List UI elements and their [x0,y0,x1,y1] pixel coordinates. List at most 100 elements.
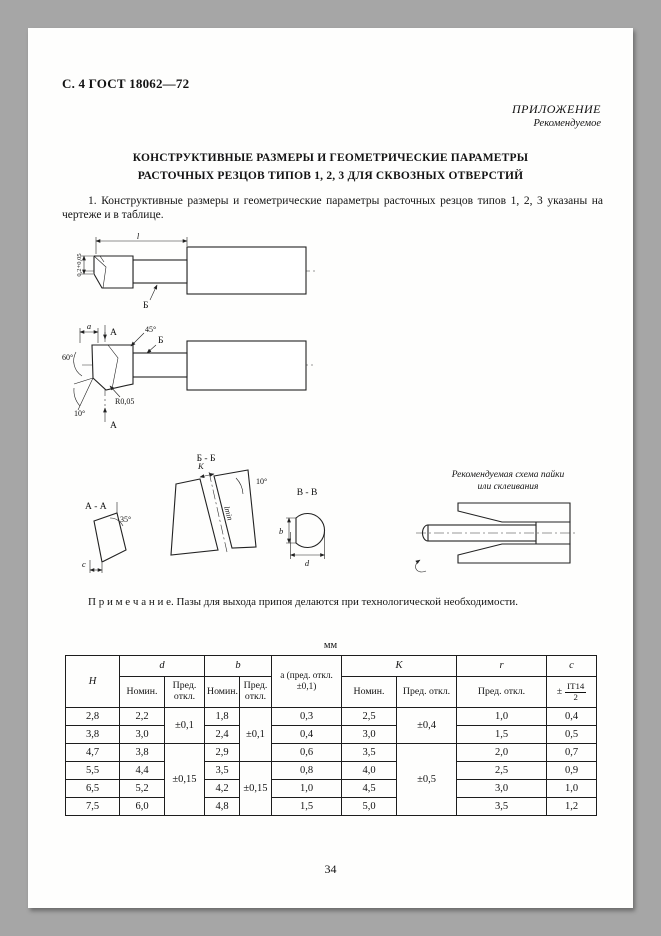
cell-d: 4,4 [119,761,165,780]
cell-b: 2,9 [204,743,240,762]
dim-lmin-label: lmin [222,505,235,521]
col-header-a: а (пред. откл. ±0,1) [271,655,342,708]
page-number: 34 [324,862,337,876]
col-subheader-k-nominal: Номин. [341,676,397,708]
solder-caption-line-2: или склеивания [478,482,539,492]
col-subheader-d-deviation: Пред. откл. [164,676,205,708]
cell-a: 1,5 [271,797,342,816]
dimension-a: а [79,321,99,343]
cell-k: 4,0 [341,761,397,780]
radius-annotation: R0,05 [109,385,134,406]
cell-k: 5,0 [341,797,397,816]
section-b2-pointer: Б [146,336,163,354]
angle-10-bb-label: 10° [256,477,267,486]
cell-r: 1,0 [456,707,548,726]
title-line-2: РАСТОЧНЫХ РЕЗЦОВ ТИПОВ 1, 2, 3 ДЛЯ СКВОЗ… [137,169,524,182]
note: П р и м е ч а н и е. Пазы для выхода при… [88,596,519,608]
dimension-c: с [82,559,103,573]
angle-35-label: 35° [120,515,131,524]
dim-d-label: d [305,558,310,568]
cell-a: 0,8 [271,761,342,780]
cell-a: 0,6 [271,743,342,762]
col-header-b: b [204,655,272,677]
cell-b: 4,8 [204,797,240,816]
intro-paragraph: 1. Конструктивные размеры и геометрическ… [62,195,603,222]
cell-k: 4,5 [341,779,397,798]
col-header-r: r [456,655,548,677]
c-tolerance-numerator: IT14 [565,681,587,693]
cell-b: 4,2 [204,779,240,798]
cell-k: 2,5 [341,707,397,726]
unit-label: мм [323,640,338,651]
cell-d: 6,0 [119,797,165,816]
cell-b-deviation: ±0,1 [239,707,272,762]
cell-k: 3,0 [341,725,397,744]
section-b-b: Б - Б К lmin 10° [170,454,267,556]
angle-45-label: 45° [145,325,156,334]
cell-k-deviation: ±0,5 [395,743,458,816]
cell-a: 0,4 [271,725,342,744]
section-a-bottom-label: А [110,421,117,431]
table-row: 3,8 3,0 2,4 0,4 3,0 1,5 0,5 [65,725,598,744]
solder-caption-line-1: Рекомендуемая схема пайки [451,469,565,480]
cell-d: 5,2 [119,779,165,798]
col-header-k: К [340,655,458,677]
section-a-arrows: А А [103,325,117,431]
section-vv-title: В - В [297,488,318,498]
dimension-b: b [279,517,296,544]
parameters-table: Н d b а (пред. откл. ±0,1) К r с Номин. … [65,655,598,816]
appendix-block: ПРИЛОЖЕНИЕ Рекомендуемое [512,102,601,129]
dimension-k: К [197,461,215,478]
section-a-top-label: А [110,328,117,338]
cell-k: 3,5 [341,743,397,762]
solder-scheme: Рекомендуемая схема пайки или склеивания [415,469,578,573]
c-tolerance-denominator: 2 [573,691,578,702]
section-bb-title: Б - Б [197,454,216,464]
col-subheader-r-deviation: Пред. откл. [456,676,548,708]
cell-h: 7,5 [65,797,120,816]
cell-h: 3,8 [65,725,120,744]
table-row: 4,7 3,8 ±0,15 2,9 0,6 3,5 ±0,5 2,0 0,7 [65,743,598,816]
dimension-d: d [290,532,325,568]
cell-b: 1,8 [204,707,240,726]
cell-a: 1,0 [271,779,342,798]
solder-hook-arrow [415,559,427,573]
doc-header: С. 4 ГОСТ 18062—72 [62,76,190,91]
title-line-1: КОНСТРУКТИВНЫЕ РАЗМЕРЫ И ГЕОМЕТРИЧЕСКИЕ … [132,152,529,164]
dim-c-label: с [82,559,86,569]
table-row: 2,8 2,2 ±0,1 1,8 ±0,1 0,3 2,5 ±0,4 1,0 0… [65,707,598,762]
c-tolerance-sign: ± [556,686,563,698]
cell-c: 0,5 [546,725,598,744]
table-header-row-2: Номин. Пред. откл. Номин. Пред. откл. Но… [66,676,598,708]
angle-60-label: 60° [62,353,73,362]
cell-c: 1,2 [546,797,598,816]
cell-r: 2,0 [456,743,548,762]
cell-b-deviation: ±0,15 [239,761,272,816]
angle-10-label: 10° [74,409,85,418]
dim-tip-height-label: 0,2+0,05 [76,253,83,276]
dimension-l: l [95,232,188,254]
table-row: 5,5 4,4 3,5 ±0,15 0,8 4,0 2,5 0,9 [65,761,598,816]
angle-10-annotation: 10° [73,387,85,418]
section-v-v: В - В b d [279,488,325,568]
cell-c: 1,0 [546,779,598,798]
col-subheader-k-deviation: Пред. откл. [395,676,458,708]
table-row: 7,5 6,0 4,8 1,5 5,0 3,5 1,2 [65,797,598,816]
cell-r: 3,0 [456,779,548,798]
appendix-title: ПРИЛОЖЕНИЕ [512,102,601,116]
cell-c: 0,7 [546,743,598,762]
dim-l-label: l [137,232,140,241]
cell-d-deviation: ±0,15 [164,743,205,816]
angle-10-bb-annotation: 10° [235,477,267,495]
cell-d-deviation: ±0,1 [164,707,205,744]
col-header-a-line-2: ±0,1) [296,681,317,692]
cell-r: 3,5 [456,797,548,816]
section-b2-label: Б [158,336,163,346]
radius-label: R0,05 [115,397,134,406]
col-header-d: d [119,655,205,677]
section-a-a: А - А 35° с [82,502,131,573]
dim-b-label: b [279,526,283,536]
cell-d: 3,8 [119,743,165,762]
